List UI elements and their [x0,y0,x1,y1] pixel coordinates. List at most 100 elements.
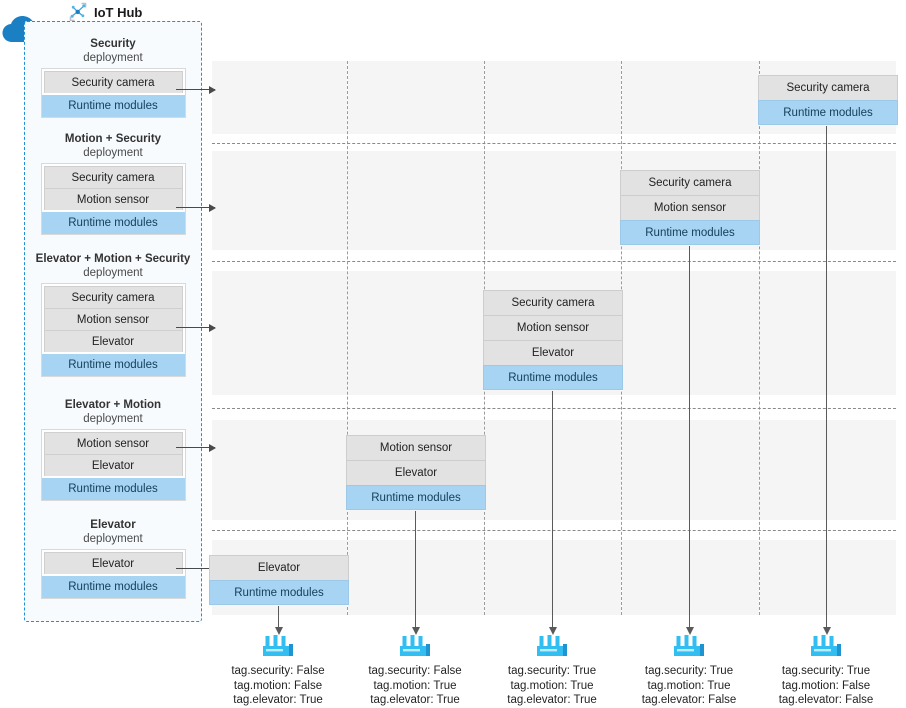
module-item: Security camera [620,170,760,195]
grid-cell-r5c3 [485,540,621,615]
grid-cell-r4c3 [485,420,621,520]
deployment-arrow-2 [176,203,216,212]
column-divider-1 [347,61,348,615]
grid-cell-r3c2 [348,271,484,395]
module-item: Elevator [209,555,349,580]
deployment-title: Security deployment [24,38,202,65]
device-tags: tag.security: True tag.motion: True tag.… [624,664,754,708]
device-arrow-5 [822,126,831,635]
runtime-modules: Runtime modules [209,580,349,605]
module-item: Elevator [483,340,623,365]
deployment-card: Motion sensor Elevator Runtime modules [40,429,186,501]
deployment-name: Elevator [90,519,136,531]
assigned-deployment-r4c2[interactable]: Motion sensor Elevator Runtime modules [346,435,486,510]
deployment-subtitle: deployment [83,51,143,64]
deployment-title: Elevator deployment [24,519,202,546]
grid-cell-r1c1 [212,61,347,134]
device-tags: tag.security: False tag.motion: True tag… [350,664,480,708]
grid-cell-r1c2 [348,61,484,134]
tag-line: tag.motion: False [233,679,323,692]
deployment-card: Security camera Motion sensor Runtime mo… [40,163,186,235]
assigned-deployment-r2c4[interactable]: Security camera Motion sensor Runtime mo… [620,170,760,245]
device-tags: tag.security: False tag.motion: False ta… [213,664,343,708]
module-item: Motion sensor [346,435,486,460]
device-3[interactable]: tag.security: True tag.motion: True tag.… [487,633,617,708]
deployment-name: Motion + Security [64,133,162,145]
tag-line: tag.motion: True [510,679,594,692]
grid-cell-r1c4 [622,61,759,134]
module-item: Elevator [346,460,486,485]
deployment-arrow-4 [176,443,216,452]
module-item: Motion sensor [620,195,760,220]
tag-line: tag.security: False [231,665,325,677]
device-tags: tag.security: True tag.motion: False tag… [761,664,891,708]
row-divider-3 [212,408,896,409]
module-item: Security camera [43,286,183,308]
deployment-card: Security camera Motion sensor Elevator R… [40,283,186,377]
deployment-elevator[interactable]: Elevator deployment Elevator Runtime mod… [24,519,202,599]
row-divider-2 [212,261,896,262]
tag-line: tag.security: True [507,665,597,677]
row-divider-4 [212,530,896,531]
tag-line: tag.elevator: False [641,694,737,706]
module-item: Security camera [43,166,183,188]
deployment-subtitle: deployment [83,266,143,279]
tag-line: tag.elevator: True [507,694,597,706]
module-item: Security camera [43,71,183,93]
tag-line: tag.motion: True [647,679,731,692]
grid-cell-r4c1 [212,420,347,520]
tag-line: tag.security: True [644,665,734,677]
tag-line: tag.motion: True [373,679,457,692]
device-4[interactable]: tag.security: True tag.motion: True tag.… [624,633,754,708]
deployment-name: Security [90,38,136,50]
grid-cell-r3c5 [760,271,896,395]
deployment-elevator-motion[interactable]: Elevator + Motion deployment Motion sens… [24,399,202,501]
device-arrow-4 [685,246,694,635]
deployment-title: Motion + Security deployment [24,133,202,160]
deployment-arrow-1 [176,85,216,94]
device-5[interactable]: tag.security: True tag.motion: False tag… [761,633,891,708]
iot-edge-device-icon [350,633,480,659]
device-2[interactable]: tag.security: False tag.motion: True tag… [350,633,480,708]
module-item: Elevator [43,552,183,574]
tag-line: tag.motion: False [781,679,871,692]
iot-edge-device-icon [624,633,754,659]
grid-cell-r5c2 [348,540,484,615]
grid-cell-r4c4 [622,420,759,520]
module-item: Security camera [483,290,623,315]
grid-cell-r3c1 [212,271,347,395]
module-item: Motion sensor [483,315,623,340]
grid-cell-r1c3 [485,61,621,134]
grid-cell-r5c4 [622,540,759,615]
deployment-title: Elevator + Motion + Security deployment [24,253,202,280]
tag-line: tag.elevator: True [370,694,460,706]
grid-cell-r2c2 [348,151,484,250]
iot-edge-device-icon [761,633,891,659]
module-item: Elevator [43,330,183,352]
deployment-subtitle: deployment [83,412,143,425]
module-item: Security camera [758,75,898,100]
iot-hub-icon [68,2,88,22]
deployment-security[interactable]: Security deployment Security camera Runt… [24,38,202,118]
tag-line: tag.elevator: True [233,694,323,706]
grid-cell-r3c4 [622,271,759,395]
assigned-deployment-r1c5[interactable]: Security camera Runtime modules [758,75,898,125]
deployment-elevator-motion-security[interactable]: Elevator + Motion + Security deployment … [24,253,202,377]
runtime-modules: Runtime modules [41,354,185,376]
device-arrow-2 [411,511,420,635]
grid-cell-r2c5 [760,151,896,250]
assigned-deployment-r5c1[interactable]: Elevator Runtime modules [209,555,349,605]
module-item: Motion sensor [43,188,183,210]
device-1[interactable]: tag.security: False tag.motion: False ta… [213,633,343,708]
deployment-motion-security[interactable]: Motion + Security deployment Security ca… [24,133,202,235]
grid-cell-r2c3 [485,151,621,250]
device-tags: tag.security: True tag.motion: True tag.… [487,664,617,708]
runtime-modules: Runtime modules [41,576,185,598]
device-arrow-3 [548,391,557,635]
runtime-modules: Runtime modules [41,478,185,500]
grid-cell-r2c1 [212,151,347,250]
deployment-name: Elevator + Motion [64,399,162,411]
assigned-deployment-r3c3[interactable]: Security camera Motion sensor Elevator R… [483,290,623,390]
tag-line: tag.elevator: False [778,694,874,706]
